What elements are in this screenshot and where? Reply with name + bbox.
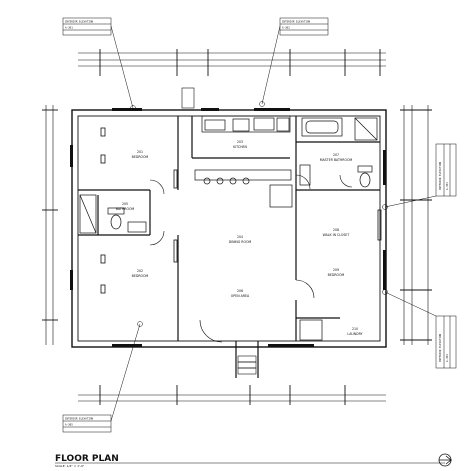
- room-tag-kitchen: 203: [237, 140, 243, 144]
- dimension-lines: [45, 52, 429, 402]
- entry-stairs: [181, 87, 257, 375]
- north-arrow-icon: [438, 453, 453, 467]
- room-name-dining: DINING ROOM: [229, 240, 252, 244]
- elevation-callouts: [62, 17, 457, 433]
- room-tag-dining: 204: [237, 235, 243, 239]
- room-tag-master-bath: 207: [333, 153, 339, 157]
- room-tag-bedroom-1: 201: [137, 150, 143, 154]
- bath-fixtures: [79, 194, 147, 234]
- svg-text:A-304: A-304: [445, 354, 449, 362]
- svg-text:INTERIOR ELEVATION: INTERIOR ELEVATION: [65, 20, 94, 24]
- room-labels: 201 BEDROOM 202 BEDROOM 203 KITCHEN 204 …: [116, 140, 363, 336]
- grid-ticks: [42, 49, 432, 405]
- svg-text:INTERIOR ELEVATION: INTERIOR ELEVATION: [438, 333, 442, 362]
- svg-text:A-305: A-305: [65, 423, 73, 427]
- room-name-walk-in: WALK IN CLOSET: [323, 233, 350, 237]
- room-tag-walk-in: 208: [333, 228, 339, 232]
- drawing-title: FLOOR PLAN: [55, 454, 119, 464]
- room-name-kitchen: KITCHEN: [233, 145, 247, 149]
- svg-text:A-303: A-303: [445, 182, 449, 190]
- room-name-master-bath: MASTER BATHROOM: [320, 158, 353, 162]
- master-bath-fixtures: [269, 117, 378, 341]
- room-name-living: OPEN AREA: [231, 294, 250, 298]
- room-name-master-bed: BEDROOM: [328, 273, 345, 277]
- room-tag-bedroom-2: 202: [137, 269, 143, 273]
- room-tag-laundry: 210: [352, 327, 358, 331]
- room-name-laundry: LAUNDRY: [347, 332, 362, 336]
- room-tag-bath-1: 205: [122, 202, 128, 206]
- room-name-bath-1: BATHROOM: [116, 207, 135, 211]
- door-swings: [149, 174, 353, 343]
- room-name-bedroom-2: BEDROOM: [132, 274, 149, 278]
- elevation-callout-labels: INTERIOR ELEVATION A-301 INTERIOR ELEVAT…: [65, 20, 449, 427]
- title-block: FLOOR PLAN SCALE: 1/4" = 1'-0": [55, 454, 445, 468]
- drawing-subtitle: SCALE: 1/4" = 1'-0": [55, 464, 85, 468]
- svg-text:INTERIOR ELEVATION: INTERIOR ELEVATION: [282, 20, 311, 24]
- windows: [70, 108, 386, 347]
- svg-text:INTERIOR ELEVATION: INTERIOR ELEVATION: [65, 417, 94, 421]
- svg-text:A-301: A-301: [65, 26, 73, 30]
- svg-text:A-302: A-302: [282, 26, 290, 30]
- room-name-bedroom-1: BEDROOM: [132, 155, 149, 159]
- kitchen-fixtures: [194, 115, 292, 185]
- room-tag-living: 206: [237, 289, 243, 293]
- interior-walls: [78, 116, 380, 378]
- furniture-marks: [100, 127, 382, 294]
- svg-text:INTERIOR ELEVATION: INTERIOR ELEVATION: [438, 161, 442, 190]
- room-tag-master-bed: 209: [333, 268, 339, 272]
